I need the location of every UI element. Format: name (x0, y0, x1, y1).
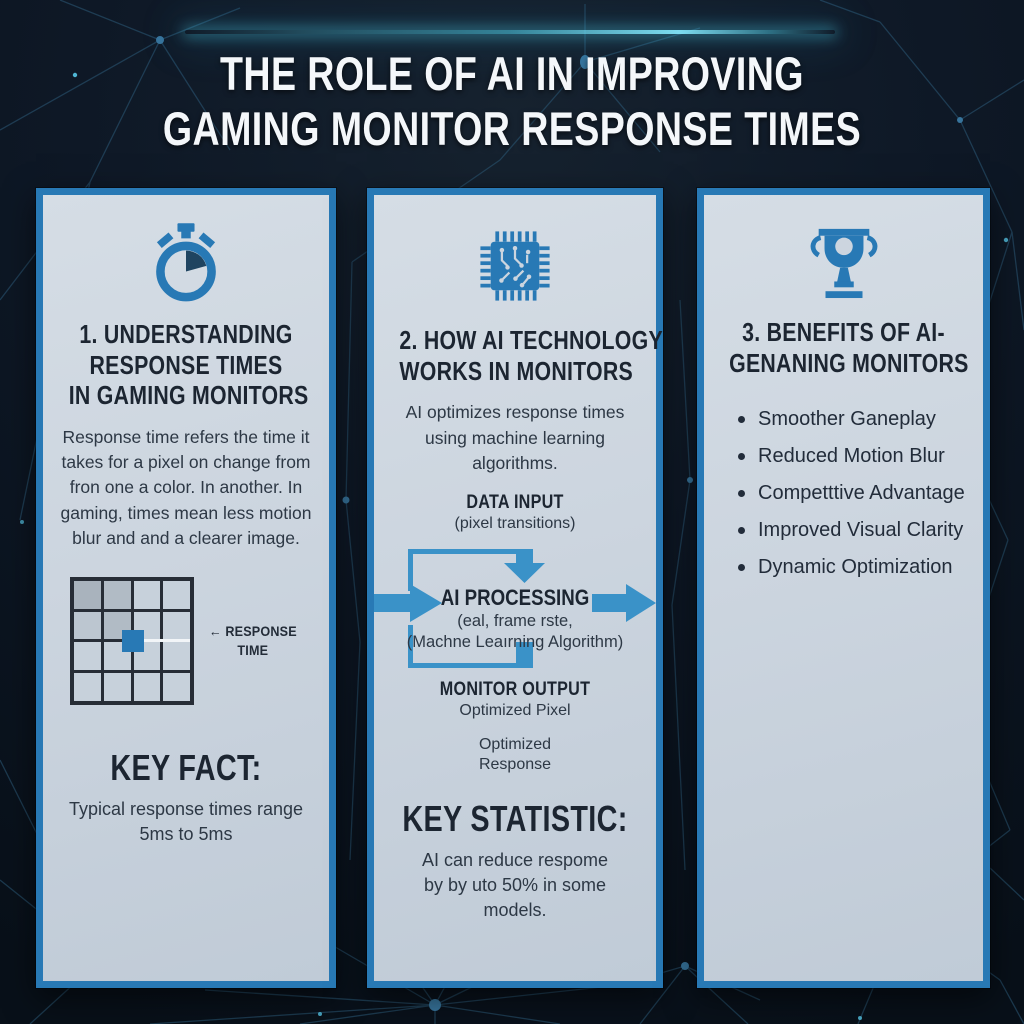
title-line-1: THE ROLE OF AI IN IMPROVING (220, 47, 804, 100)
response-time-label: ← RESPONSE TIME (209, 623, 297, 658)
monitor-output-sub1: Optimized Pixel (459, 701, 571, 719)
list-item: Improved Visual Clarity (738, 519, 973, 542)
pixel-grid-graphic: ← RESPONSE TIME (43, 576, 329, 705)
list-item: Dynamic Optimization (738, 556, 973, 579)
list-item: Smoother Ganeplay (738, 408, 973, 431)
key-fact-heading: KEY FACT: (110, 746, 262, 788)
grid-cell (163, 580, 191, 609)
panel1-heading: 1. UNDERSTANDING RESPONSE TIMES IN GAMIN… (68, 319, 309, 411)
data-input-sub: (pixel transitions) (454, 514, 576, 532)
panel-understanding-response-times: 1. UNDERSTANDING RESPONSE TIMES IN GAMIN… (36, 188, 336, 988)
benefits-list: Smoother Ganeplay Reduced Motion Blur Co… (738, 408, 973, 579)
monitor-output-label: MONITOR OUTPUT (439, 678, 591, 700)
key-statistic-heading: KEY STATISTIC: (402, 798, 628, 840)
panel-how-ai-works: 2. HOW AI TECHNOLOGY WORKS IN MONITORS A… (367, 188, 663, 988)
panel1-body: Response time refers the time it takes f… (60, 427, 312, 548)
grid-cell (74, 673, 101, 701)
grid-cell (74, 642, 101, 671)
bullet-dot (738, 416, 745, 424)
chip-icon (374, 223, 656, 309)
trophy-icon (704, 223, 983, 301)
top-glow-divider (185, 30, 835, 34)
data-input-label: DATA INPUT (466, 491, 564, 513)
grid-cell (74, 580, 101, 609)
grid-cell (163, 611, 191, 640)
flow-arrow-in (374, 593, 410, 612)
bullet-dot (738, 453, 745, 461)
grid-cell (103, 580, 131, 609)
title-line-2: GAMING MONITOR RESPONSE TIMES (162, 102, 862, 156)
monitor-output-sub3: Response (478, 756, 552, 774)
grid-cell (163, 642, 191, 671)
flow-loop-lines (374, 548, 656, 668)
grid-cell (133, 580, 161, 609)
bullet-dot (738, 527, 745, 535)
key-statistic-body: AI can reduce respome by by uto 50% in s… (421, 850, 609, 921)
monitor-output-sub2: Optimized (478, 735, 552, 753)
response-time-line (144, 638, 191, 642)
bullet-dot (738, 564, 745, 572)
ai-processing-label: AI PROCESSING (440, 584, 590, 610)
ai-processing-text: AI PROCESSING (eal, frame rste, (Machne … (374, 585, 656, 655)
panel-benefits: 3. BENEFITS OF AI- GENANING MONITORS Smo… (697, 188, 990, 988)
key-fact-body: Typical response times range 5ms to 5ms (68, 798, 304, 845)
pixel-square (122, 629, 145, 652)
list-item: Competttive Advantage (738, 482, 973, 505)
list-item: Reduced Motion Blur (738, 445, 973, 468)
panel2-heading: 2. HOW AI TECHNOLOGY WORKS IN MONITORS (399, 325, 663, 386)
plexus-bright-dots (20, 72, 1009, 1020)
stopwatch-icon (43, 223, 329, 303)
grid-cell (163, 673, 191, 701)
ai-processing-flow-diagram: AI PROCESSING (eal, frame rste, (Machne … (374, 539, 656, 679)
bullet-dot (738, 490, 745, 498)
infographic-title: THE ROLE OF AI IN IMPROVING GAMING MONIT… (0, 46, 1024, 157)
grid-cell (133, 673, 161, 701)
flow-arrow-out (592, 593, 626, 612)
grid-cell (74, 611, 101, 640)
panel3-heading: 3. BENEFITS OF AI- GENANING MONITORS (729, 317, 969, 378)
panel2-body: AI optimizes response times using machin… (405, 402, 625, 473)
grid-cell (103, 673, 131, 701)
pixel-grid (70, 576, 195, 705)
flow-arrow-down (504, 562, 545, 583)
